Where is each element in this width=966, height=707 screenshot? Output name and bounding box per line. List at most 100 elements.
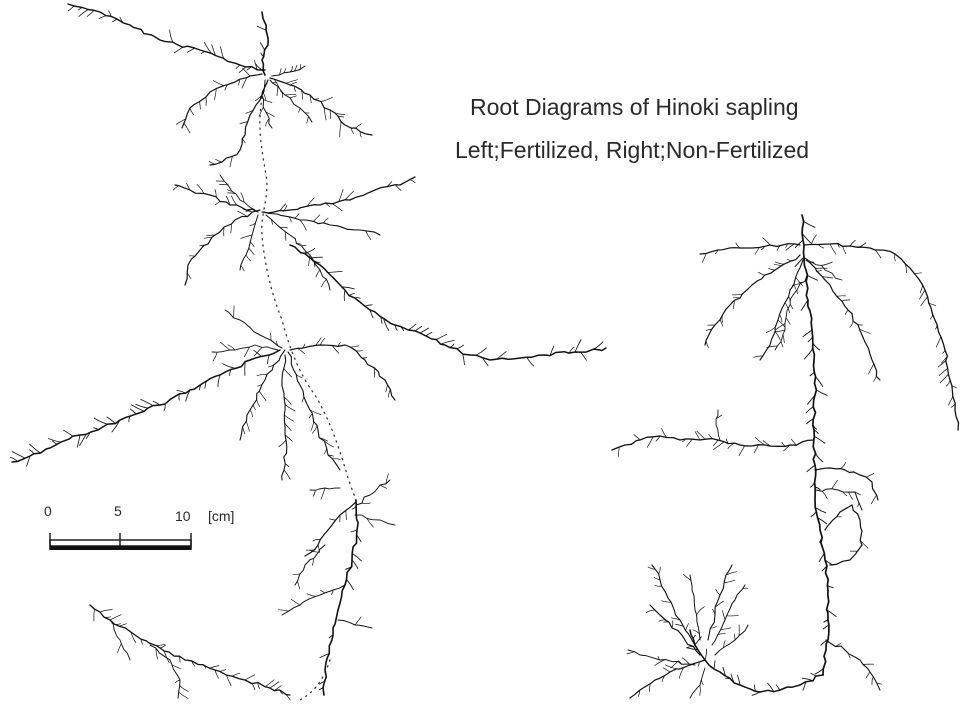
root-segment xyxy=(356,480,390,505)
rootlet xyxy=(721,628,731,630)
rootlet xyxy=(380,485,387,488)
rootlet xyxy=(722,611,725,620)
rootlet xyxy=(356,124,362,128)
rootlet xyxy=(173,186,178,191)
rootlet xyxy=(395,185,401,191)
rootlet xyxy=(277,87,278,96)
rootlet xyxy=(48,439,61,443)
rootlet xyxy=(223,364,236,369)
rootlet xyxy=(249,248,254,254)
rootlet xyxy=(230,156,233,167)
root-segment xyxy=(715,625,748,655)
rootlet xyxy=(344,290,345,300)
rootlet xyxy=(817,270,822,271)
rootlet xyxy=(179,692,188,698)
rootlet xyxy=(659,620,666,621)
rootlet xyxy=(241,235,252,238)
rootlet xyxy=(705,649,707,660)
rootlet xyxy=(246,255,251,261)
rootlet xyxy=(788,259,792,261)
rootlet xyxy=(713,440,718,446)
root-segment xyxy=(266,215,330,290)
rootlet xyxy=(352,560,358,568)
rootlet xyxy=(231,224,232,233)
scale-tick-label-5: 5 xyxy=(114,503,122,519)
rootlet xyxy=(320,338,325,345)
rootlet xyxy=(811,235,816,245)
rootlet xyxy=(349,294,355,296)
rootlet xyxy=(339,189,343,201)
rootlet xyxy=(253,405,255,410)
rootlet xyxy=(733,297,740,298)
rootlet xyxy=(313,490,315,496)
rootlet xyxy=(320,590,325,593)
rootlet xyxy=(686,646,693,648)
rootlet xyxy=(252,684,255,690)
rootlet xyxy=(866,473,874,477)
rootlet xyxy=(234,306,235,318)
rootlet xyxy=(763,238,770,245)
rootlet xyxy=(791,439,796,445)
rootlet xyxy=(351,346,359,347)
rootlet xyxy=(739,446,745,456)
rootlet xyxy=(700,685,701,695)
rootlet xyxy=(776,324,785,330)
rootlet xyxy=(298,581,300,589)
rootlet xyxy=(316,270,320,277)
rootlet xyxy=(221,47,224,59)
rootlet xyxy=(804,222,815,228)
rootlet xyxy=(822,491,827,498)
rootlet xyxy=(30,450,34,454)
rootlet xyxy=(300,220,306,230)
rootlet xyxy=(164,404,165,411)
rootlet xyxy=(264,100,272,103)
rootlet xyxy=(408,324,416,330)
rootlet xyxy=(686,624,689,631)
rootlet xyxy=(775,262,784,264)
rootlet xyxy=(797,290,798,294)
rootlet xyxy=(783,335,784,343)
rootlet xyxy=(780,314,782,321)
rootlet xyxy=(113,19,118,22)
rootlet xyxy=(257,26,266,30)
rootlet xyxy=(80,434,87,445)
rootlet xyxy=(100,610,112,613)
rootlet xyxy=(295,214,299,219)
root-segment xyxy=(690,668,705,698)
rootlet xyxy=(803,330,812,337)
rootlet xyxy=(311,422,314,431)
rootlet xyxy=(914,273,921,274)
root-segment xyxy=(295,545,325,585)
rootlet xyxy=(355,617,361,625)
rootlet xyxy=(130,409,136,414)
scale-bar: 0 5 10 [cm] xyxy=(44,503,234,550)
rootlet xyxy=(627,652,635,654)
rootlet xyxy=(871,495,876,504)
rootlet xyxy=(245,675,255,680)
rootlet xyxy=(869,364,874,374)
rootlet xyxy=(117,644,121,653)
rootlet xyxy=(663,668,670,672)
rootlet xyxy=(727,615,739,616)
root-segment xyxy=(802,215,829,675)
rootlet xyxy=(457,345,464,349)
root-segment xyxy=(90,605,290,695)
rootlet xyxy=(830,244,836,254)
rootlet xyxy=(781,342,783,348)
rootlet xyxy=(321,488,325,499)
root-segment xyxy=(305,502,356,556)
rootlet xyxy=(802,678,813,681)
rootlet xyxy=(175,680,180,683)
rootlet xyxy=(420,328,429,333)
rootlet xyxy=(695,432,700,441)
rootlet xyxy=(581,352,587,360)
rootlet xyxy=(755,248,759,255)
non-fertilized-root-system xyxy=(612,215,959,698)
rootlet xyxy=(278,610,289,611)
rootlet xyxy=(415,326,422,331)
rootlet xyxy=(841,462,846,468)
rootlet xyxy=(822,262,833,265)
root-segment xyxy=(212,345,278,352)
rootlet xyxy=(94,418,107,424)
